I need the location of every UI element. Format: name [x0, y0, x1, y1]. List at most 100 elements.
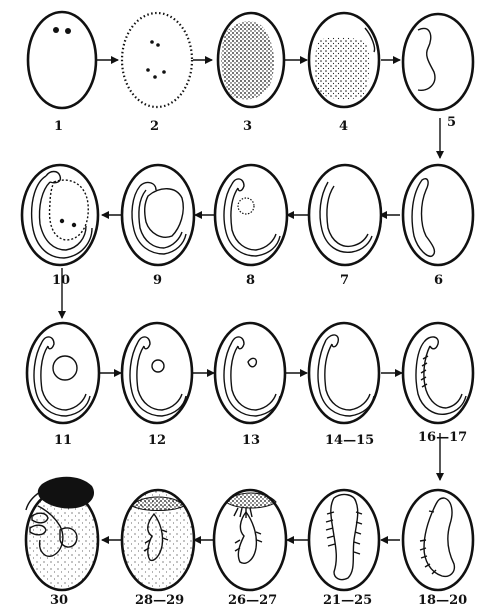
- nucleus-dot: [150, 40, 154, 44]
- egg-outline: [213, 163, 289, 267]
- nucleus-dot: [146, 68, 150, 72]
- stage-11: [25, 321, 101, 425]
- nucleus-dot: [153, 75, 157, 79]
- stage-9: [120, 163, 196, 267]
- head-lobe: [325, 334, 340, 348]
- flow-arrows: [58, 56, 444, 544]
- embryo-form: [147, 512, 164, 562]
- egg-outline: [20, 163, 100, 267]
- blastoderm: [315, 37, 370, 100]
- embryo-appendages: [419, 510, 437, 575]
- yolk-mass: [221, 21, 274, 100]
- stage-label: 9: [153, 273, 162, 288]
- embryo-legs: [233, 507, 253, 518]
- larva-body-lobe: [59, 527, 78, 548]
- germ-band: [417, 27, 436, 91]
- egg-outline: [213, 321, 287, 425]
- nucleus-dot: [162, 70, 166, 74]
- eye-spot: [71, 222, 77, 228]
- stage-28-29: [120, 488, 196, 592]
- egg-outline: [401, 321, 475, 425]
- stage-label: 10: [52, 273, 70, 288]
- embryo-inner: [138, 189, 183, 249]
- stage-label: 4: [339, 119, 348, 134]
- yolk-region: [48, 179, 89, 241]
- stage-label: 3: [243, 119, 252, 134]
- head-lobe: [423, 336, 439, 350]
- stage-label: 11: [54, 433, 72, 448]
- yolk-spot: [52, 355, 78, 381]
- egg-outline: [212, 488, 288, 592]
- stage-5: [401, 12, 475, 112]
- nucleus-dot: [65, 28, 71, 34]
- stage-30: [24, 476, 100, 592]
- stage-16-17: [401, 321, 475, 425]
- embryo-inner: [230, 187, 277, 251]
- embryo-outline: [30, 175, 93, 259]
- embryo-outline: [129, 341, 187, 417]
- stage-label: 7: [340, 273, 349, 288]
- embryo-outline: [223, 183, 281, 257]
- stage-21-25: [307, 488, 381, 592]
- embryo-inner: [40, 345, 87, 411]
- larva-appendage: [31, 512, 49, 524]
- stage-12: [120, 321, 194, 425]
- germ-band-inner: [326, 185, 369, 248]
- stage-label: 1: [54, 119, 63, 134]
- stage-label: 12: [148, 433, 166, 448]
- stage-label: 8: [246, 273, 255, 288]
- embryo-outline: [33, 341, 91, 417]
- embryo-inner: [423, 345, 463, 409]
- stage-1: [26, 10, 98, 110]
- egg-outline: [25, 321, 101, 425]
- egg-outline: [307, 488, 381, 592]
- embryo-inner: [136, 345, 183, 411]
- yolk-spot: [151, 359, 165, 373]
- stage-8: [213, 163, 289, 267]
- egg-outline: [120, 11, 194, 109]
- germ-band: [319, 181, 373, 253]
- egg-outline: [120, 321, 194, 425]
- embryo-body: [423, 497, 456, 578]
- nucleus-dot: [53, 27, 59, 33]
- stage-label: 18—20: [418, 593, 467, 608]
- stage-26-27: [212, 488, 288, 592]
- egg-outline: [401, 488, 475, 592]
- embryo-inner: [38, 181, 87, 251]
- egg-outline: [120, 163, 196, 267]
- head-lobe: [231, 336, 245, 350]
- stage-label: 6: [434, 273, 443, 288]
- dark-cap: [225, 492, 277, 509]
- yolk-remnant: [247, 357, 258, 368]
- head-lobe: [45, 170, 62, 184]
- embryo-inner: [324, 343, 371, 411]
- stage-7: [307, 163, 383, 267]
- larva-head: [37, 476, 95, 509]
- stage-label: 16—17: [418, 430, 467, 445]
- stage-label: 21—25: [323, 593, 372, 608]
- egg-outline: [26, 10, 98, 110]
- embryo-outline: [223, 341, 281, 417]
- embryo-inner: [230, 345, 277, 411]
- appendages: [420, 355, 429, 388]
- head-lobe: [139, 181, 157, 191]
- embryo-segments: [143, 529, 169, 552]
- membrane-edge: [364, 27, 376, 53]
- stage-10: [20, 163, 100, 267]
- stage-label: 5: [447, 115, 456, 130]
- head-lobe: [231, 178, 245, 192]
- dark-cap: [131, 496, 185, 511]
- stage-label: 2: [150, 119, 159, 134]
- stage-13: [213, 321, 287, 425]
- shell-crack: [25, 491, 41, 511]
- stage-label: 13: [242, 433, 260, 448]
- stage-label: 14—15: [325, 433, 374, 448]
- embryo-outline: [317, 339, 375, 417]
- stage-6: [401, 163, 475, 267]
- stage-label: 26—27: [228, 593, 277, 608]
- egg-outline: [120, 488, 196, 592]
- embryo-form: [237, 510, 258, 564]
- stage-2: [120, 11, 194, 109]
- embryo-outline: [131, 185, 187, 255]
- larva-appendage: [29, 524, 47, 536]
